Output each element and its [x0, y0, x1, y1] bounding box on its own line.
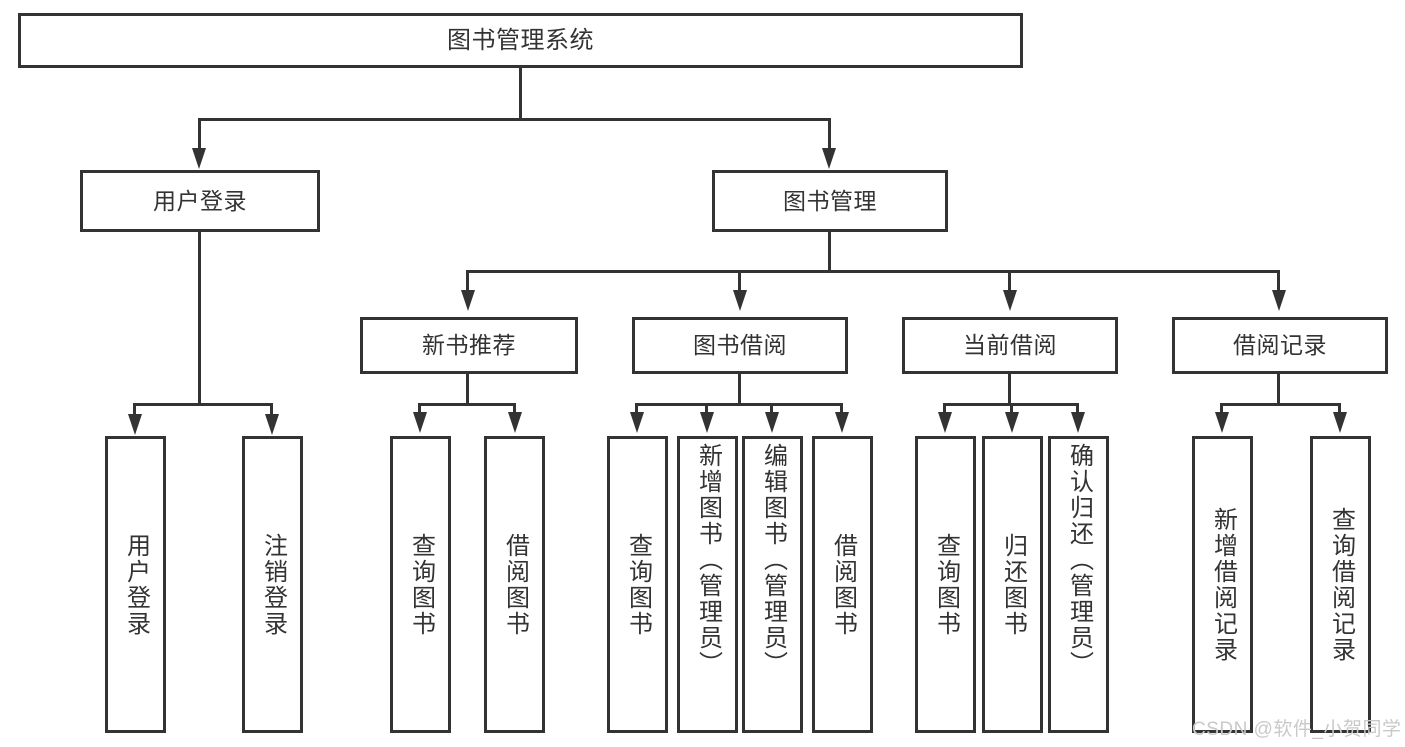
node-leaf-borrow-book-1[interactable]: 借阅图书 [484, 436, 545, 733]
arrow-to-borrow-record [1272, 290, 1286, 311]
connector-bb-4 [840, 403, 843, 416]
connector-cb-1 [943, 403, 946, 416]
node-leaf-query-book-3[interactable]: 查询图书 [915, 436, 976, 733]
connector-user-login-stem [198, 232, 201, 404]
node-book-borrow-label: 图书借阅 [693, 332, 787, 359]
arrow-leaf-query-book-2 [630, 412, 644, 433]
connector-root-bar [198, 118, 831, 121]
node-leaf-borrow-book-2[interactable]: 借阅图书 [812, 436, 873, 733]
connector-nbr-left [418, 403, 421, 416]
arrow-leaf-add-book [700, 412, 714, 433]
node-leaf-query-book-1[interactable]: 查询图书 [390, 436, 451, 733]
arrow-to-new-book-rec [461, 290, 475, 311]
connector-user-login-right [270, 403, 273, 418]
connector-book-manage-bar [466, 270, 1280, 273]
connector-cb-2 [1010, 403, 1013, 416]
connector-new-book-rec-stem [466, 374, 469, 405]
node-leaf-add-record-label: 新增借阅记录 [1209, 506, 1237, 663]
arrow-to-book-borrow [733, 290, 747, 311]
node-leaf-add-book-label: 新增图书（管理员） [694, 443, 722, 677]
node-current-borrow[interactable]: 当前借阅 [902, 317, 1118, 374]
node-leaf-query-book-1-label: 查询图书 [407, 532, 435, 637]
node-new-book-rec-label: 新书推荐 [422, 332, 516, 359]
connector-br-right [1338, 403, 1341, 416]
node-leaf-edit-book-label: 编辑图书（管理员） [759, 443, 787, 677]
node-leaf-user-logout-label: 注销登录 [259, 532, 287, 637]
node-leaf-query-book-3-label: 查询图书 [932, 532, 960, 637]
connector-to-current-borrow [1008, 270, 1011, 294]
arrow-leaf-user-login [128, 414, 142, 435]
node-leaf-query-record[interactable]: 查询借阅记录 [1310, 436, 1371, 733]
node-root[interactable]: 图书管理系统 [18, 13, 1023, 68]
node-user-login-label: 用户登录 [153, 187, 247, 214]
connector-current-borrow-stem [1008, 374, 1011, 405]
connector-borrow-record-stem [1277, 374, 1280, 405]
arrow-leaf-query-book-3 [938, 412, 952, 433]
watermark: CSDN @软件_小贺同学 [1192, 719, 1402, 740]
node-leaf-return-book[interactable]: 归还图书 [982, 436, 1043, 733]
node-new-book-rec[interactable]: 新书推荐 [360, 317, 578, 374]
node-user-login[interactable]: 用户登录 [80, 170, 320, 232]
connector-bb-2 [705, 403, 708, 416]
node-leaf-user-login[interactable]: 用户登录 [105, 436, 166, 733]
connector-bb-3 [770, 403, 773, 416]
node-book-manage-label: 图书管理 [783, 187, 877, 214]
connector-to-user-login [198, 118, 201, 152]
arrow-leaf-edit-book [765, 412, 779, 433]
arrow-to-current-borrow [1003, 290, 1017, 311]
connector-bb-1 [635, 403, 638, 416]
arrow-leaf-add-record [1215, 412, 1229, 433]
node-leaf-add-record[interactable]: 新增借阅记录 [1192, 436, 1253, 733]
connector-book-manage-stem [828, 232, 831, 272]
connector-to-new-book-rec [466, 270, 469, 294]
arrow-to-book-manage [822, 148, 836, 169]
node-book-borrow[interactable]: 图书借阅 [632, 317, 848, 374]
node-leaf-query-book-2-label: 查询图书 [624, 532, 652, 637]
connector-user-login-bar [133, 403, 273, 406]
node-root-label: 图书管理系统 [447, 26, 594, 54]
connector-root-stem [519, 68, 522, 120]
node-leaf-user-logout[interactable]: 注销登录 [242, 436, 303, 733]
arrow-leaf-user-logout [265, 414, 279, 435]
arrow-leaf-borrow-book-2 [835, 412, 849, 433]
node-current-borrow-label: 当前借阅 [963, 332, 1057, 359]
connector-user-login-left [133, 403, 136, 418]
connector-book-borrow-stem [738, 374, 741, 405]
connector-to-borrow-record [1277, 270, 1280, 294]
node-leaf-borrow-book-2-label: 借阅图书 [829, 532, 857, 637]
connector-to-book-manage [828, 118, 831, 152]
arrow-leaf-return-book [1005, 412, 1019, 433]
node-leaf-borrow-book-1-label: 借阅图书 [501, 532, 529, 637]
connector-borrow-record-bar [1220, 403, 1341, 406]
node-leaf-query-book-2[interactable]: 查询图书 [607, 436, 668, 733]
node-book-manage[interactable]: 图书管理 [712, 170, 948, 232]
node-leaf-edit-book[interactable]: 编辑图书（管理员） [742, 436, 803, 733]
connector-to-book-borrow [738, 270, 741, 294]
arrow-leaf-query-book-1 [413, 412, 427, 433]
connector-cb-3 [1076, 403, 1079, 416]
arrow-to-user-login [192, 148, 206, 169]
connector-new-book-rec-bar [418, 403, 516, 406]
node-borrow-record[interactable]: 借阅记录 [1172, 317, 1388, 374]
node-leaf-confirm-return[interactable]: 确认归还（管理员） [1048, 436, 1109, 733]
node-leaf-return-book-label: 归还图书 [999, 532, 1027, 637]
connector-br-left [1220, 403, 1223, 416]
arrow-leaf-query-record [1333, 412, 1347, 433]
node-leaf-user-login-label: 用户登录 [122, 532, 150, 637]
arrow-leaf-borrow-book-1 [508, 412, 522, 433]
node-leaf-query-record-label: 查询借阅记录 [1327, 506, 1355, 663]
node-borrow-record-label: 借阅记录 [1233, 332, 1327, 359]
node-leaf-add-book[interactable]: 新增图书（管理员） [677, 436, 738, 733]
connector-book-borrow-bar [635, 403, 843, 406]
connector-nbr-right [513, 403, 516, 416]
arrow-leaf-confirm-return [1071, 412, 1085, 433]
node-leaf-confirm-return-label: 确认归还（管理员） [1065, 443, 1093, 677]
